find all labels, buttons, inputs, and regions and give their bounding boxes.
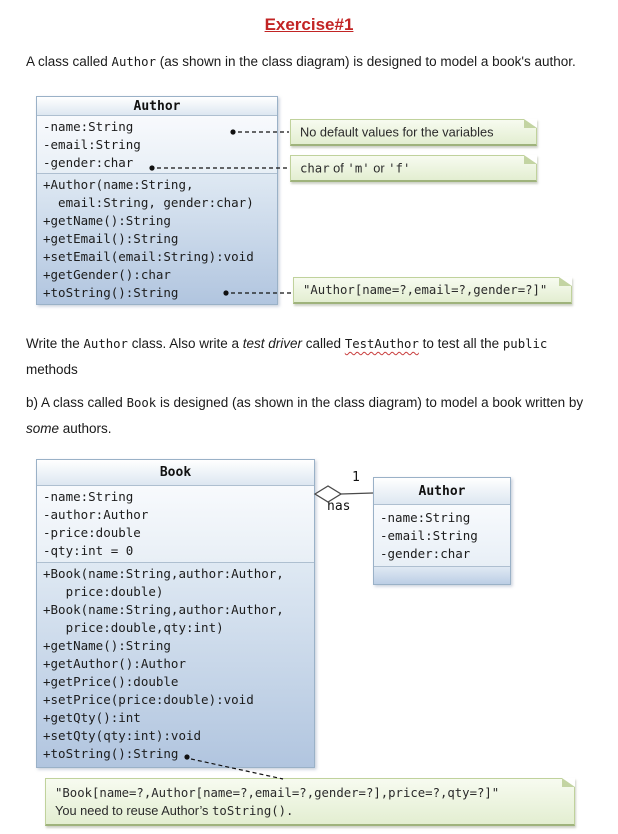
intro-text: (as shown in the class diagram) is desig… [155,54,576,69]
part-b-line: b) A class called Book is designed (as s… [26,395,584,410]
public-code: public [502,337,548,351]
member-line: +getName():String [43,213,171,228]
member-line: +getQty():int [43,710,141,725]
member-line: -gender:char [43,155,134,170]
uml-class-book-attributes: -name:String -author:Author -price:double -… [37,486,314,563]
author-code: Author [111,55,156,69]
note-no-default-values: No default values for the variables [290,119,537,146]
author-code: Author [83,337,128,351]
part-b-paragraph: b) A class called Book is designed (as s… [26,390,606,441]
member-line: -name:String [43,119,134,134]
member-line: +Book(name:String,author:Author, [43,566,284,581]
has-label: has [327,499,351,514]
member-line: -qty:int = 0 [43,543,134,558]
uml-class-author-attributes: -name:String -email:String -gender:char [37,116,277,174]
member-line: -email:String [380,528,478,543]
note-text-format: "Book[name=?,Author[name=?,email=?,gende… [55,786,500,800]
part-b-line: some authors. [26,421,112,436]
member-line: +Author(name:String, [43,177,194,192]
member-line: +getEmail():String [43,231,179,246]
uml-class-author: Author -name:String -email:String -gender:… [36,96,278,305]
member-line: +getAuthor():Author [43,656,186,671]
note-text-reuse: You need to reuse Author’s toString(). [55,803,294,818]
member-line: -email:String [43,137,141,152]
note-text: char of 'm' or 'f' [300,160,411,176]
uml-class-book-title: Book [37,460,314,486]
member-line: -name:String [43,489,134,504]
member-line: email:String, gender:char) [43,195,254,210]
note-author-tostring: "Author[name=?,email=?,gender=?]" [293,277,572,304]
member-line: -name:String [380,510,471,525]
intro-text: A class called [26,54,112,69]
member-line: +getName():String [43,638,171,653]
note-book-tostring: "Book[name=?,Author[name=?,email=?,gende… [45,778,575,826]
test-driver-italic: test driver [242,336,303,351]
uml-class-author-methods: +Author(name:String, email:String, gende… [37,174,277,304]
task-line: methods [26,362,78,377]
member-line: +Book(name:String,author:Author, [43,602,284,617]
uml-class-author-small: Author -name:String -email:String -gender:… [373,477,511,585]
member-line: -price:double [43,525,141,540]
task-paragraph: Write the Author class. Also write a tes… [26,331,606,382]
uml-class-author-small-methods-empty [374,567,510,584]
member-line: -author:Author [43,507,149,522]
member-line: price:double,qty:int) [43,620,224,635]
member-line: +getPrice():double [43,674,179,689]
page-title: Exercise#1 [264,15,354,34]
uml-class-book: Book -name:String -author:Author -price:do… [36,459,315,768]
member-line: price:double) [43,584,164,599]
note-text: "Author[name=?,email=?,gender=?]" [303,283,548,297]
uml-class-author-small-attributes: -name:String -email:String -gender:char [374,505,510,567]
some-italic: some [26,421,60,436]
member-line: +getGender():char [43,267,171,282]
uml-class-author-small-title: Author [374,478,510,505]
member-line: +setEmail(email:String):void [43,249,254,264]
member-line: +setQty(qty:int):void [43,728,202,743]
testauthor-code: TestAuthor [344,337,419,351]
note-gender-char: char of 'm' or 'f' [290,155,537,182]
task-line: Write the Author class. Also write a tes… [26,336,548,351]
member-line: +setPrice(price:double):void [43,692,254,707]
note-text: No default values for the variables [300,124,494,140]
member-line: -gender:char [380,546,471,561]
uml-class-book-methods: +Book(name:String,author:Author, price:d… [37,563,314,767]
uml-class-author-title: Author [37,97,277,116]
book-code: Book [126,396,157,410]
member-line: +toString():String [43,746,179,761]
member-line: +toString():String [43,285,179,300]
intro-paragraph: A class called Author (as shown in the c… [26,49,606,75]
multiplicity-label: 1 [352,470,360,485]
